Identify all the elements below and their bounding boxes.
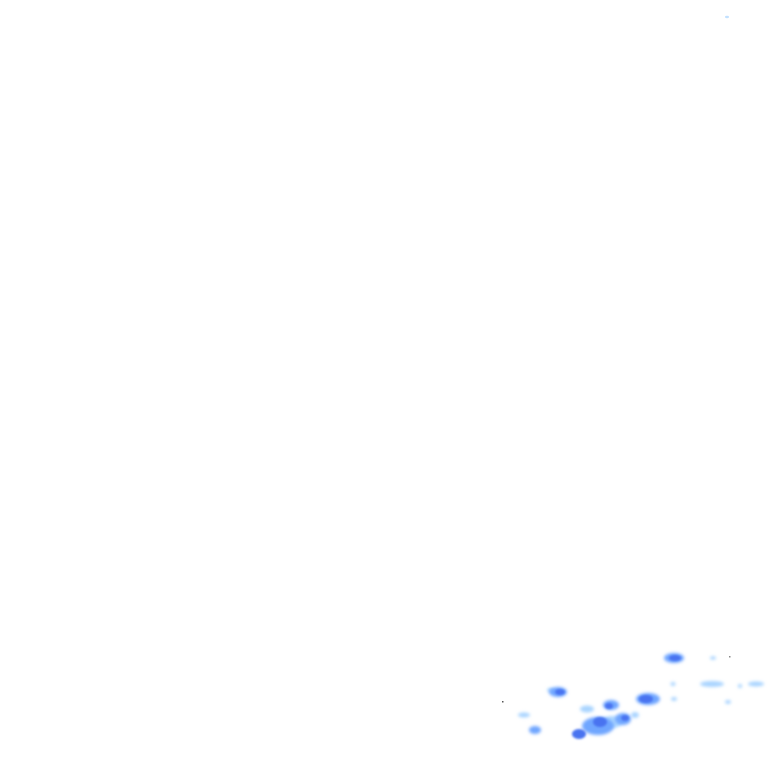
precip-cell-light: [738, 684, 742, 688]
precip-cell-moderate: [529, 726, 541, 734]
precip-cell-light: [670, 682, 676, 686]
precip-heavy-group: [555, 655, 681, 739]
precip-cell-heavy: [621, 715, 629, 721]
precip-cell-heavy: [639, 695, 653, 703]
precip-cell-light: [580, 705, 594, 713]
precip-cell-light: [710, 656, 716, 660]
precip-cell-light: [671, 697, 677, 701]
precip-cell-light: [748, 681, 764, 687]
precip-cell-light: [631, 712, 639, 718]
precip-cell-heavy: [593, 717, 607, 727]
precip-cell-top-speck: [725, 15, 729, 19]
precip-cell-heavy: [555, 689, 565, 695]
precip-cell-light: [725, 700, 731, 704]
precip-cell-heavy: [605, 703, 613, 709]
precip-cell-speck: [729, 656, 731, 658]
precip-cell-light: [518, 712, 530, 718]
precip-cell-heavy: [669, 655, 681, 661]
precip-cell-light: [700, 681, 724, 687]
precip-cell-speck: [502, 701, 504, 703]
precip-cell-heavy: [572, 729, 586, 739]
